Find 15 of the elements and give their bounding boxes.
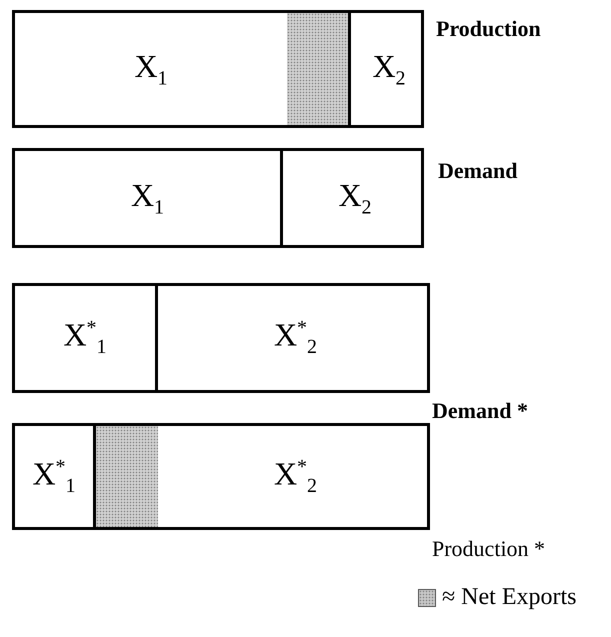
- bar: [12, 283, 430, 393]
- row-label: Production *: [432, 536, 546, 562]
- variable-label: X$_{2}$: [372, 50, 406, 88]
- legend-text: ≈ Net Exports: [442, 584, 576, 611]
- row-label: Production: [436, 16, 541, 42]
- shaded-segment: [93, 426, 158, 527]
- bar: [12, 423, 430, 530]
- variable-label: X$_{2}$: [338, 178, 372, 218]
- bar: [12, 148, 424, 248]
- variable-label: X$_{1}$: [130, 178, 164, 218]
- row-label: Demand: [438, 158, 518, 184]
- row-label: Demand *: [432, 398, 528, 424]
- shaded-segment: [287, 13, 348, 125]
- bar: [12, 10, 424, 128]
- variable-label: X$_{1}$: [134, 50, 168, 88]
